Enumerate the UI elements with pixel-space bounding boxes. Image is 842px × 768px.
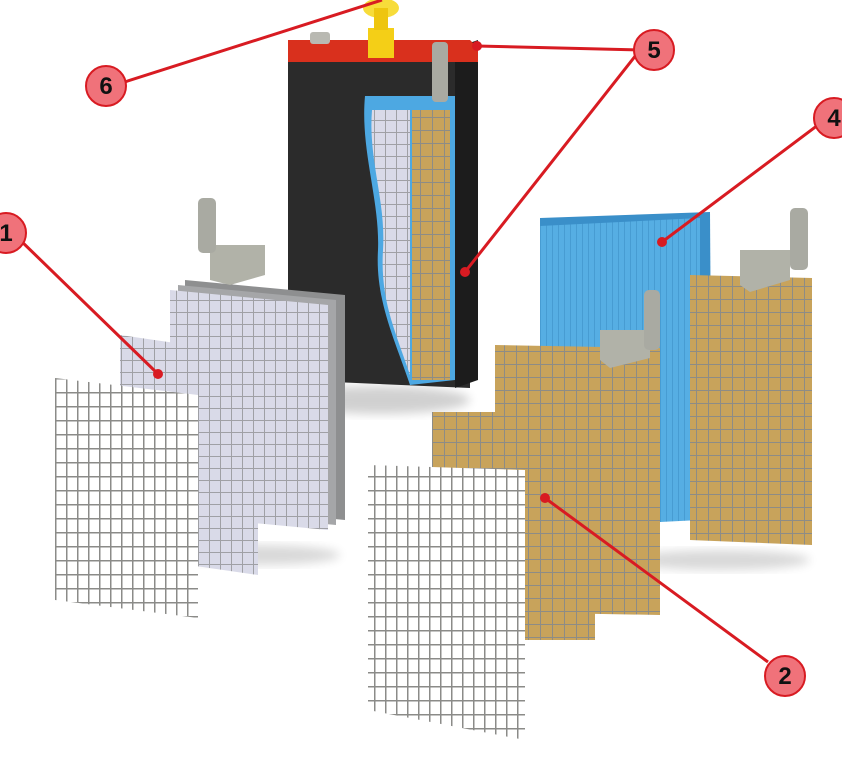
terminal-lug-right (740, 208, 808, 292)
leader-5a (476, 44, 641, 52)
callout-4-label: 4 (827, 105, 841, 132)
leader-4 (661, 120, 823, 244)
callout-1-label: 1 (0, 220, 13, 247)
leader-2 (544, 496, 769, 664)
battery-case (288, 0, 478, 414)
terminal-lug-left (198, 198, 265, 285)
callout-4: 4 (813, 97, 842, 139)
callout-2-label: 2 (778, 663, 791, 690)
callout-2: 2 (764, 655, 806, 697)
leader-1 (16, 236, 160, 376)
positive-plate-stack (368, 208, 812, 740)
leader-5b (463, 49, 642, 273)
positive-grid-bare (368, 465, 525, 740)
cutaway-plates (364, 96, 455, 385)
negative-grid-bare (55, 378, 198, 618)
callout-5: 5 (633, 29, 675, 71)
callout-6-label: 6 (99, 73, 112, 100)
callout-1: 1 (0, 212, 27, 254)
leader-lines (16, 0, 823, 664)
leader-6 (111, 0, 383, 88)
callout-6: 6 (85, 65, 127, 107)
leader-dots (153, 41, 667, 503)
negative-plate-stack (55, 198, 345, 618)
terminal-lug-mid (600, 290, 660, 368)
terminal-post (432, 42, 448, 102)
terminal-left (310, 32, 330, 44)
positive-stack-right (690, 275, 812, 545)
vent-cap (363, 0, 399, 58)
callout-5-label: 5 (647, 37, 660, 64)
